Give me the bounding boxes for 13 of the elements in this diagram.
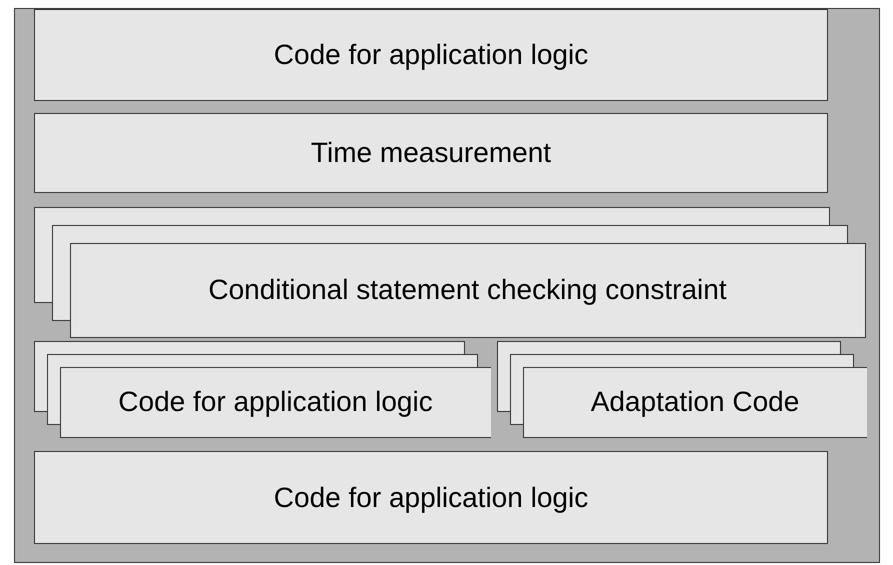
stacked-layer-drawing [34, 341, 491, 438]
background-panel [14, 8, 880, 563]
layer-label: Time measurement [310, 137, 552, 169]
layer-label: Code for application logic [274, 482, 588, 514]
stacked-layer-drawing [497, 341, 867, 438]
stacked-layer-drawing [34, 207, 866, 339]
layer-box [34, 451, 828, 544]
layer-box [34, 9, 828, 101]
layer-label: Conditional statement checking constraint [208, 274, 727, 306]
layer-label: Adaptation Code [590, 386, 800, 418]
layer-label: Code for application logic [118, 386, 433, 418]
layer-label: Code for application logic [274, 39, 588, 71]
layer-box [34, 113, 828, 193]
